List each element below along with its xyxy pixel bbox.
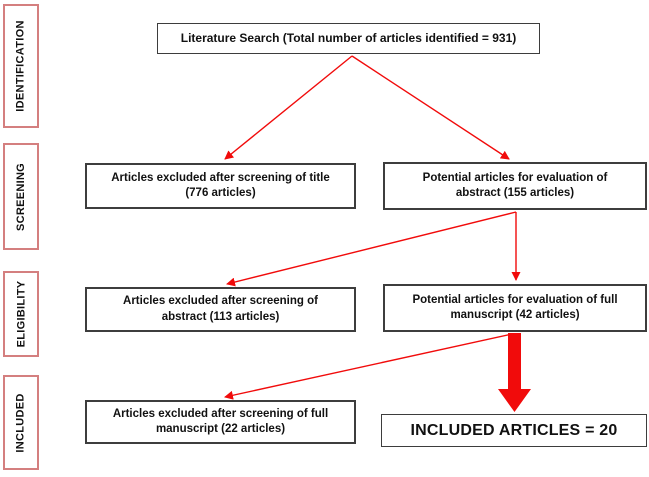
stage-included: INCLUDED: [3, 375, 39, 470]
arrow-abstract-to-excluded-abstract: [226, 211, 517, 287]
arrow-full-to-included-thick: [498, 333, 531, 412]
stage-included-label: INCLUDED: [15, 392, 28, 453]
box-potential-full-line1: Potential articles for evaluation of ful…: [412, 293, 618, 306]
stage-screening-label: SCREENING: [15, 162, 28, 231]
arrow-search-to-excluded-title: [224, 55, 353, 160]
stage-identification-label: IDENTIFICATION: [15, 20, 28, 112]
box-literature-search: Literature Search (Total number of artic…: [157, 23, 540, 54]
box-excluded-full: Articles excluded after screening of ful…: [85, 400, 356, 444]
stage-identification: IDENTIFICATION: [3, 4, 39, 128]
box-excluded-abstract-line1: Articles excluded after screening of: [123, 295, 318, 308]
stage-eligibility-label: ELIGIBILITY: [15, 280, 28, 348]
box-literature-search-text: Literature Search (Total number of artic…: [180, 30, 517, 45]
box-potential-abstract-line2: abstract (155 articles): [455, 187, 575, 199]
arrow-search-to-potential-abstract: [351, 55, 510, 160]
box-included-articles: INCLUDED ARTICLES = 20: [381, 414, 647, 447]
box-potential-abstract-line1: Potential articles for evaluation of: [422, 171, 608, 184]
box-excluded-title: Articles excluded after screening of tit…: [85, 163, 356, 209]
box-excluded-full-line2: manuscript (22 articles): [155, 423, 286, 435]
box-potential-full: Potential articles for evaluation of ful…: [383, 284, 647, 332]
box-potential-abstract: Potential articles for evaluation of abs…: [383, 162, 647, 210]
box-included-articles-text: INCLUDED ARTICLES = 20: [410, 421, 618, 439]
box-excluded-full-line1: Articles excluded after screening of ful…: [112, 407, 329, 420]
stage-screening: SCREENING: [3, 143, 39, 250]
box-excluded-title-line2: (776 articles): [185, 187, 256, 199]
box-excluded-abstract-line2: abstract (113 articles): [161, 310, 280, 323]
box-excluded-abstract: Articles excluded after screening of abs…: [85, 287, 356, 332]
stage-eligibility: ELIGIBILITY: [3, 271, 39, 357]
box-potential-full-line2: manuscript (42 articles): [450, 309, 580, 321]
box-excluded-title-line1: Articles excluded after screening of tit…: [111, 171, 330, 184]
arrow-full-to-excluded-full: [224, 333, 513, 400]
